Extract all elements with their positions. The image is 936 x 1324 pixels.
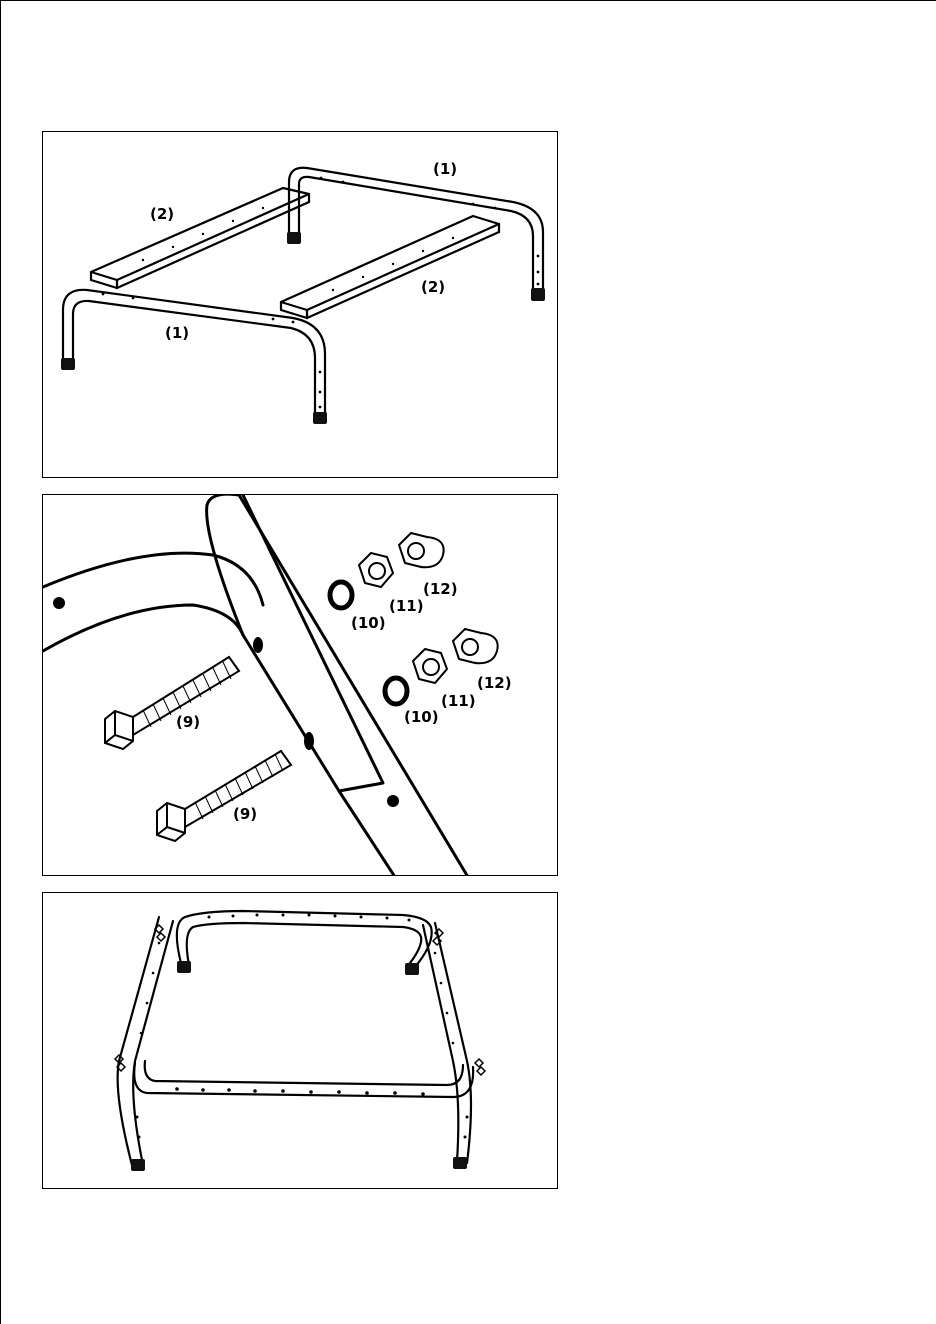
back-rail-1 bbox=[289, 168, 543, 292]
front-rail-1 bbox=[63, 290, 325, 418]
washer-10-upper bbox=[330, 582, 352, 608]
callout-nut-lower: (11) bbox=[441, 694, 476, 709]
assembled-frame-illustration bbox=[43, 893, 558, 1189]
callout-washer-lower: (10) bbox=[404, 710, 439, 725]
step-assembled-frame-panel bbox=[42, 892, 558, 1189]
cap-nut-12-lower bbox=[453, 629, 498, 663]
left-crossbar-2 bbox=[91, 188, 309, 288]
callout-rail-front: (1) bbox=[165, 326, 189, 341]
callout-crossbar-left: (2) bbox=[150, 207, 174, 222]
nut-11-upper bbox=[359, 553, 393, 587]
cap-nut-12-upper bbox=[399, 533, 444, 567]
callout-rail-back: (1) bbox=[433, 162, 457, 177]
nut-11-lower bbox=[413, 649, 447, 683]
rubber-feet-assembled bbox=[131, 961, 467, 1171]
washer-10-lower bbox=[385, 678, 407, 704]
callout-cap-nut-upper: (12) bbox=[423, 582, 458, 597]
rubber-feet bbox=[61, 232, 545, 424]
bolt-9-lower bbox=[157, 751, 291, 841]
frame-parts-illustration bbox=[43, 132, 558, 478]
bolt-heads-assembled bbox=[115, 925, 485, 1075]
callout-nut-upper: (11) bbox=[389, 599, 424, 614]
callout-washer-upper: (10) bbox=[351, 616, 386, 631]
bolt-9-upper bbox=[105, 657, 239, 749]
step-hardware-detail-panel: (12) (11) (10) (12) (11) (10) (9) (9) bbox=[42, 494, 558, 876]
page-border-top bbox=[0, 0, 936, 1]
right-crossbar-2 bbox=[281, 216, 499, 318]
callout-crossbar-right: (2) bbox=[421, 280, 445, 295]
callout-bolt-lower: (9) bbox=[233, 807, 257, 822]
callout-bolt-upper: (9) bbox=[176, 715, 200, 730]
step-frame-layout-panel: (1) (2) (2) (1) bbox=[42, 131, 558, 478]
page-border-left bbox=[0, 0, 1, 1324]
callout-cap-nut-lower: (12) bbox=[477, 676, 512, 691]
